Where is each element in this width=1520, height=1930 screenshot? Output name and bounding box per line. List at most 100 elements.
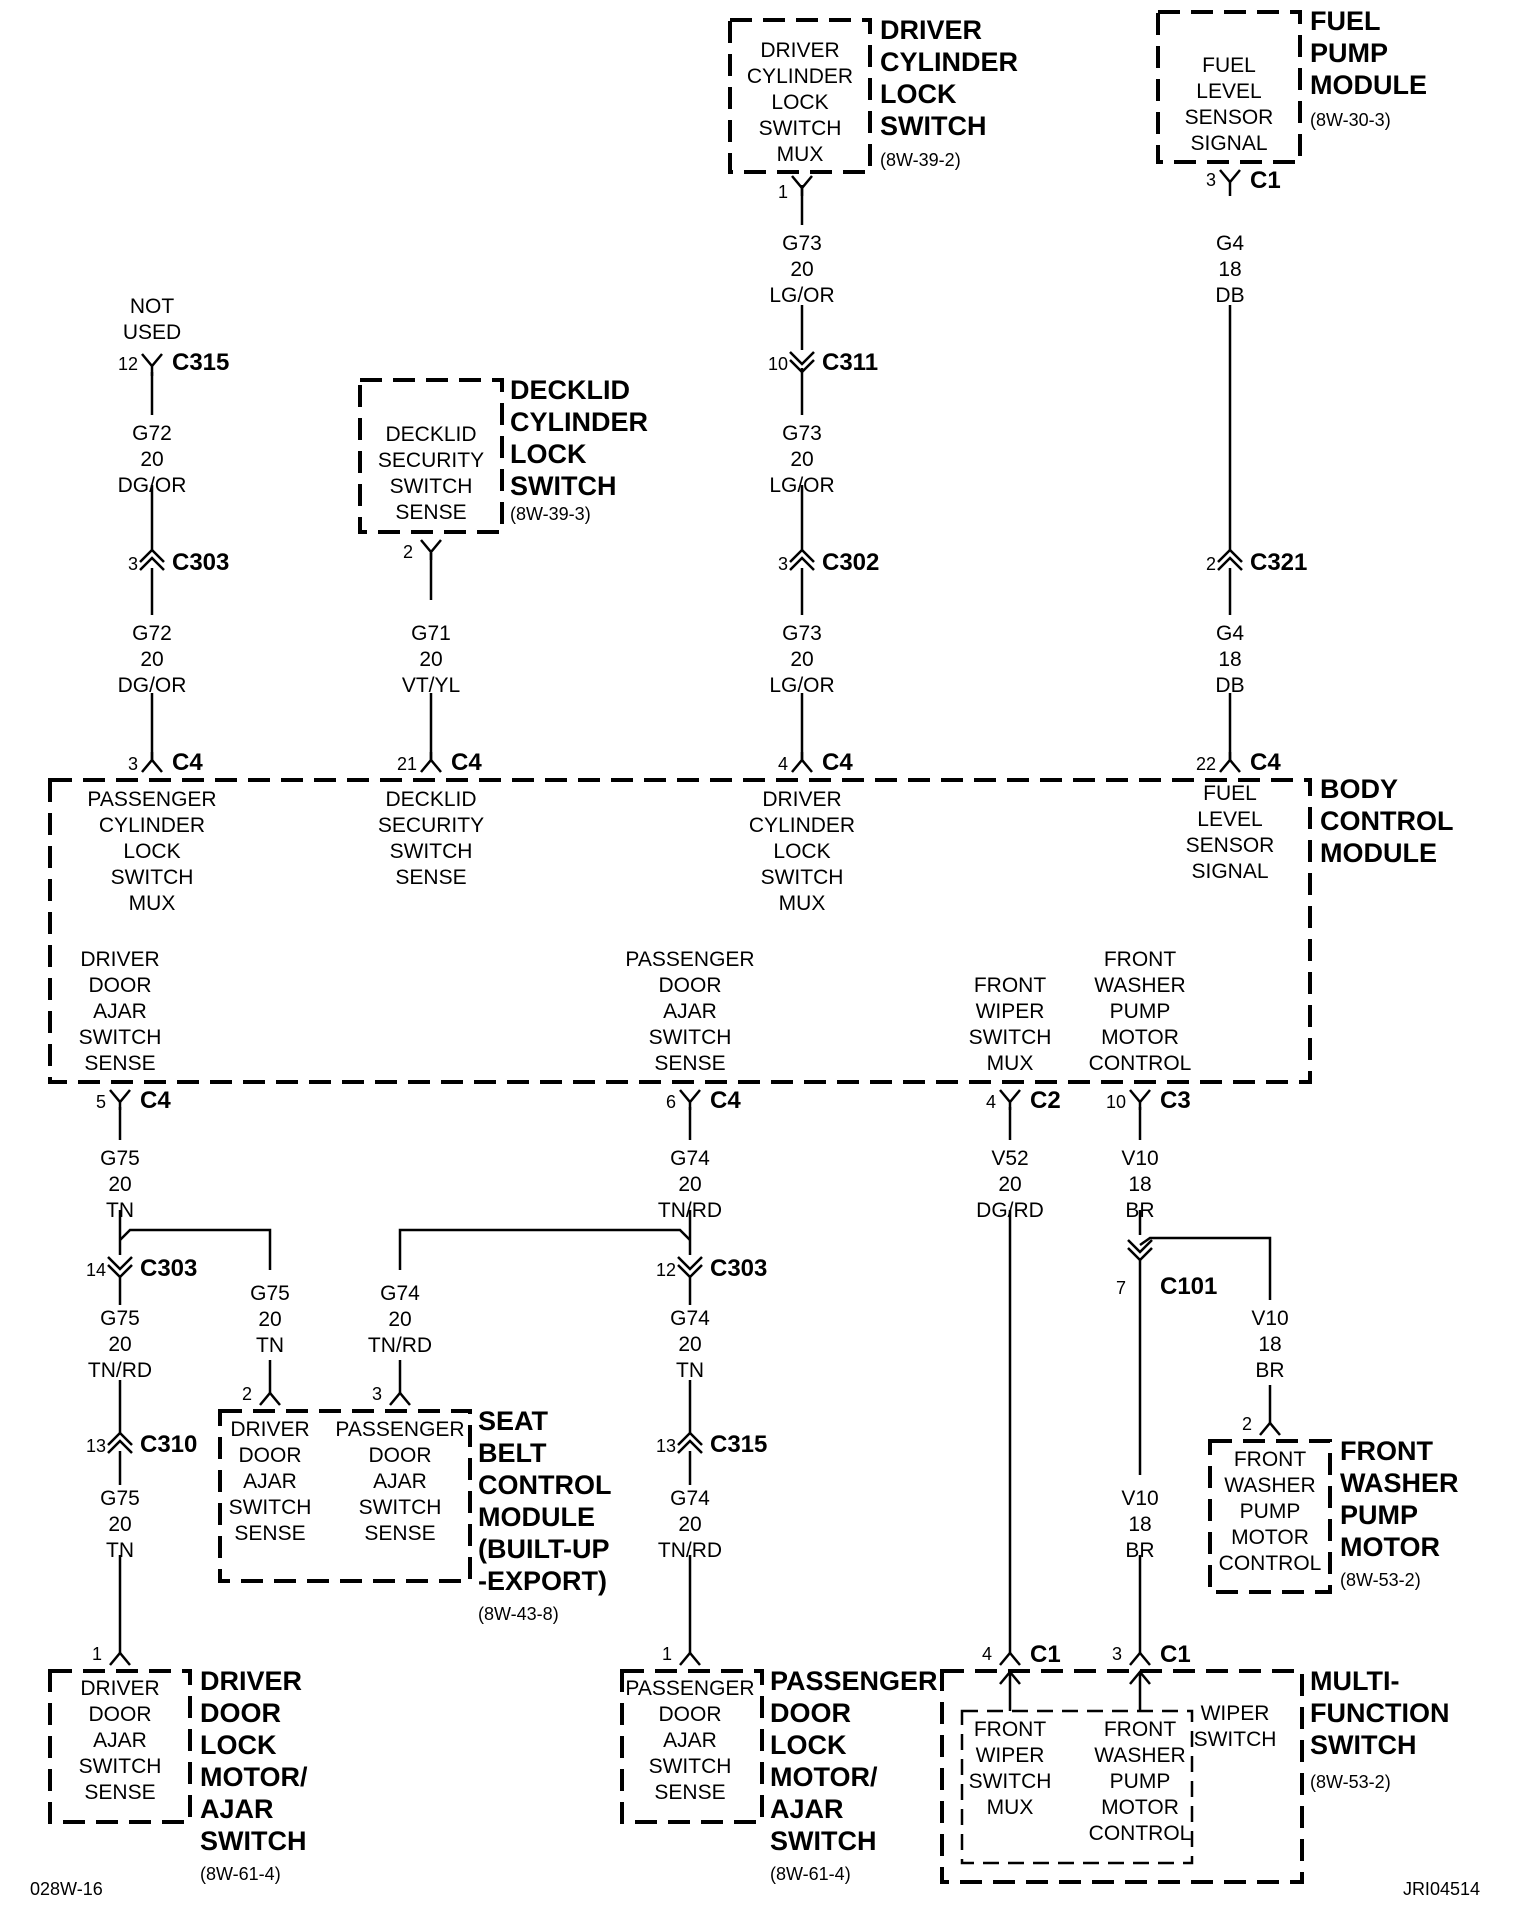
terminal-inv-passenger-motor <box>679 1651 701 1666</box>
conn-c303-14-pin: 14 <box>86 1260 106 1280</box>
bcm-fn-front-washer-line-0: FRONT <box>1104 948 1176 971</box>
terminal-y-c4-5 <box>109 1089 131 1110</box>
conn-c303-g72-name: C303 <box>172 549 229 576</box>
driver-motor-inner-line-3: SWITCH <box>79 1755 162 1778</box>
wire-v10-b-line-1: 18 <box>1258 1333 1281 1356</box>
wire-g73-c-line-0: G73 <box>782 622 822 645</box>
wire-v10-b-line-2: BR <box>1255 1359 1284 1382</box>
terminal-inv-c4-21 <box>420 752 442 773</box>
wire-g72-a-line-1: 20 <box>140 448 163 471</box>
conn-c315-13-pin: 13 <box>656 1436 676 1456</box>
seatbelt-title-line-5: -EXPORT) <box>478 1566 607 1596</box>
wire-g75-d-line-0: G75 <box>100 1487 140 1510</box>
conn-c315-13-name: C315 <box>710 1431 767 1458</box>
terminal-inv-washer-2 <box>1259 1421 1281 1436</box>
fuel-pump-title-line-1: PUMP <box>1310 38 1388 68</box>
seatbelt-title-line-4: (BUILT-UP <box>478 1534 609 1564</box>
conn-c4-3-name: C4 <box>172 749 203 776</box>
mfs-right-line-0: FRONT <box>1104 1718 1176 1741</box>
wire-g74-c-line-2: TN <box>676 1359 704 1382</box>
bcm-fn-front-washer-line-3: MOTOR <box>1101 1026 1179 1049</box>
labels: DRIVERCYLINDERLOCKSWITCHMUXDRIVERCYLINDE… <box>30 6 1480 1899</box>
bcm-fn-driver-cyl-line-4: MUX <box>779 892 826 915</box>
seatbelt-left-line-0: DRIVER <box>230 1418 309 1441</box>
wire-g72-b-line-2: DG/OR <box>118 674 187 697</box>
conn-c4-4-pin: 4 <box>778 754 788 774</box>
fuel-pump-ref: (8W-30-3) <box>1310 110 1391 130</box>
wire-v10-b-line-0: V10 <box>1251 1307 1288 1330</box>
driver-motor-title-line-0: DRIVER <box>200 1666 302 1696</box>
conn-c4-5-pin: 5 <box>96 1092 106 1112</box>
wires <box>118 185 1272 1655</box>
terminal-inv-mfs-3 <box>1129 1651 1151 1666</box>
terminal-y-fuel-pump <box>1219 169 1241 196</box>
washer-motor-inner-line-4: CONTROL <box>1219 1552 1322 1575</box>
fuel-pump-pin: 3 <box>1206 170 1216 190</box>
conn-c310-pin: 13 <box>86 1436 106 1456</box>
bcm-fn-front-wiper-line-2: SWITCH <box>969 1026 1052 1049</box>
seatbelt-title-line-2: CONTROL <box>478 1470 611 1500</box>
driver-cyl-switch-inner-line-3: SWITCH <box>759 117 842 140</box>
washer-motor-title-line-1: WASHER <box>1340 1468 1459 1498</box>
driver-cyl-switch-pin: 1 <box>778 182 788 202</box>
mfs-left-line-0: FRONT <box>974 1718 1046 1741</box>
connector-chevron-c303-12 <box>677 1256 703 1279</box>
wire-g75-a-line-1: 20 <box>108 1173 131 1196</box>
driver-cyl-switch-title-line-0: DRIVER <box>880 15 982 45</box>
terminal-inv-mfs-4 <box>999 1651 1021 1666</box>
bcm-fn-front-wiper-line-3: MUX <box>987 1052 1034 1075</box>
passenger-motor-title-line-4: AJAR <box>770 1794 844 1824</box>
conn-c321-pin: 2 <box>1206 554 1216 574</box>
wire-g74-d-line-2: TN/RD <box>658 1539 722 1562</box>
conn-c4-22-pin: 22 <box>1196 754 1216 774</box>
wire-g74-b-line-1: 20 <box>388 1308 411 1331</box>
passenger-motor-pin: 1 <box>662 1644 672 1664</box>
mfs-pin-3: 3 <box>1112 1644 1122 1664</box>
terminal-y-c2-4 <box>999 1089 1021 1110</box>
wire-v10-splice-washer <box>1139 1236 1272 1300</box>
mfs-title-line-0: MULTI- <box>1310 1666 1399 1696</box>
terminal-arrow-mfs-3 <box>1129 1670 1151 1711</box>
terminal-inv-seatbelt-3 <box>389 1391 411 1406</box>
bcm-fn-passenger-door-line-4: SENSE <box>654 1052 725 1075</box>
conn-c4-21-name: C4 <box>451 749 482 776</box>
terminal-inv-c4-22 <box>1219 752 1241 773</box>
bcm-fn-passenger-door-line-2: AJAR <box>663 1000 717 1023</box>
terminal-inv-driver-motor <box>109 1651 131 1666</box>
wire-g75-b-line-1: 20 <box>258 1308 281 1331</box>
driver-motor-inner-line-1: DOOR <box>89 1703 152 1726</box>
bcm-fn-passenger-cyl-line-3: SWITCH <box>111 866 194 889</box>
wire-g74-a-line-0: G74 <box>670 1147 710 1170</box>
wire-g74-b-line-2: TN/RD <box>368 1334 432 1357</box>
driver-cyl-switch-title-line-3: SWITCH <box>880 111 986 141</box>
wire-v10-c-line-0: V10 <box>1121 1487 1158 1510</box>
not-used-line-1: USED <box>123 321 181 344</box>
seatbelt-right-line-4: SENSE <box>364 1522 435 1545</box>
wire-g71-line-1: 20 <box>419 648 442 671</box>
driver-door-lock-motor-box <box>48 1669 192 1824</box>
conn-c315-name: C315 <box>172 349 229 376</box>
bcm-fn-driver-door-line-4: SENSE <box>84 1052 155 1075</box>
conn-c311-name: C311 <box>822 349 878 376</box>
terminal-symbols <box>107 169 1281 1711</box>
passenger-motor-title-line-2: LOCK <box>770 1730 847 1760</box>
fuel-pump-module-box <box>1156 10 1302 164</box>
wire-g75-c-line-1: 20 <box>108 1333 131 1356</box>
driver-cyl-switch-inner-line-2: LOCK <box>771 91 828 114</box>
passenger-motor-title-line-5: SWITCH <box>770 1826 876 1856</box>
conn-c3-10-name: C3 <box>1160 1087 1191 1114</box>
wire-g74-a-line-1: 20 <box>678 1173 701 1196</box>
wire-v10-a-line-1: 18 <box>1128 1173 1151 1196</box>
wire-g75-b-line-0: G75 <box>250 1282 290 1305</box>
bcm-fn-driver-door-line-2: AJAR <box>93 1000 147 1023</box>
conn-c4-5-name: C4 <box>140 1087 171 1114</box>
wire-g4-a-line-2: DB <box>1215 284 1244 307</box>
driver-motor-title-line-1: DOOR <box>200 1698 281 1728</box>
driver-cyl-switch-ref: (8W-39-2) <box>880 150 961 170</box>
wire-v10-a-line-0: V10 <box>1121 1147 1158 1170</box>
wire-g73-b-line-1: 20 <box>790 448 813 471</box>
seatbelt-left-line-2: AJAR <box>243 1470 297 1493</box>
fuel-pump-conn: C1 <box>1250 167 1281 194</box>
conn-c101-pin: 7 <box>1116 1278 1126 1298</box>
